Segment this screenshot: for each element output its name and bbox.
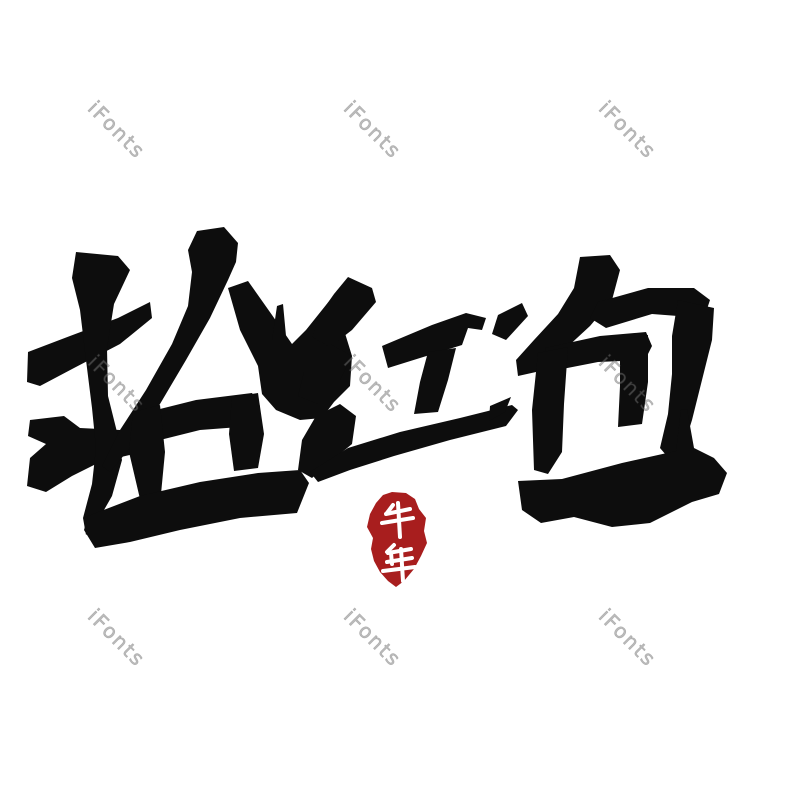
brush-stroke (312, 277, 376, 347)
brush-stroke (518, 409, 727, 527)
brush-stroke (492, 303, 528, 340)
brush-stroke (72, 252, 130, 535)
brush-stroke (298, 344, 352, 404)
seal-glyph-nian (385, 543, 396, 554)
calligraphy-char-hong (298, 277, 518, 482)
brush-stroke (590, 288, 710, 328)
brush-stroke (532, 347, 568, 474)
brush-stroke (414, 348, 456, 414)
brush-stroke (129, 405, 165, 499)
seal-background (367, 492, 427, 587)
brush-stroke (489, 397, 511, 421)
seal-glyph-nian (399, 547, 405, 583)
brush-stroke (516, 255, 620, 376)
seal-glyph-nian (389, 551, 394, 566)
seal-glyph-nian (381, 565, 417, 573)
seal-glyph-niu (396, 501, 402, 539)
brush-stroke (618, 335, 648, 427)
brush-stroke (660, 300, 714, 462)
brush-stroke (229, 393, 264, 471)
brush-stroke (382, 313, 486, 368)
brush-stroke (102, 227, 238, 472)
brush-stroke (272, 304, 286, 348)
brush-stroke (137, 393, 260, 442)
brush-stroke (310, 405, 518, 482)
brush-stroke (298, 404, 356, 478)
calligraphy-char-bao (489, 255, 727, 527)
brush-stroke (84, 470, 309, 548)
seal-stamp (367, 492, 427, 587)
seal-characters (380, 501, 417, 583)
